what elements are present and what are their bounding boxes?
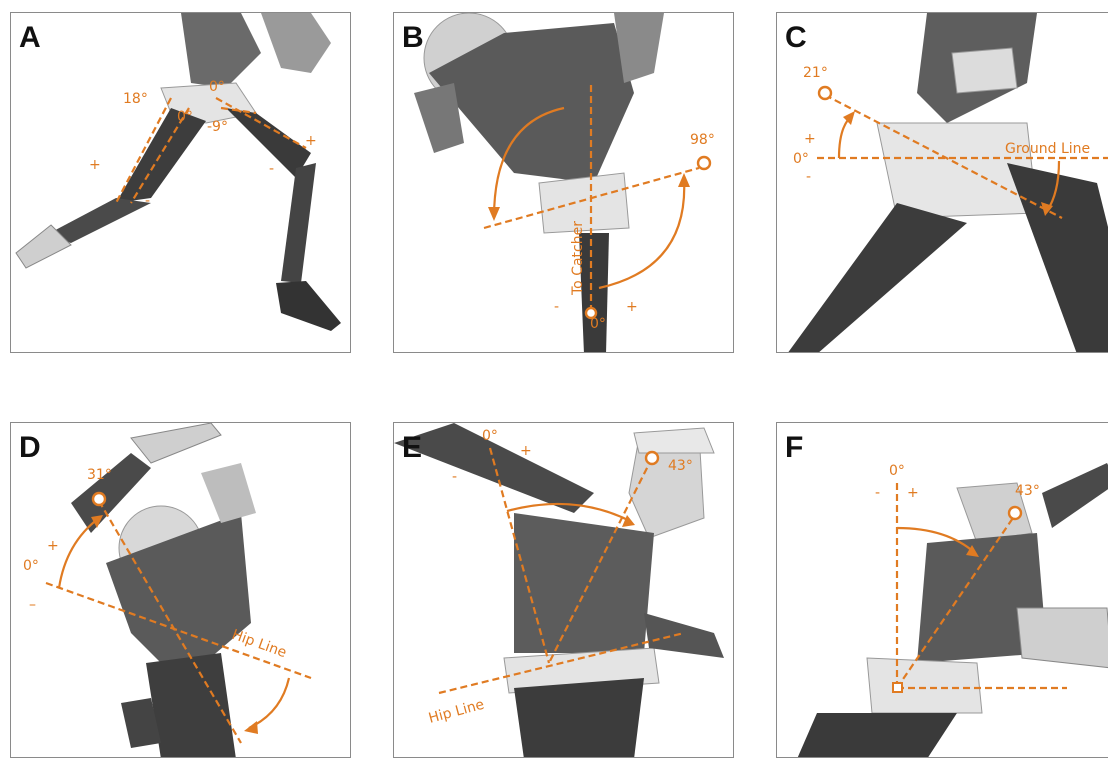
panel-c-angle-21: 21° (803, 65, 828, 81)
panel-b-minus: - (554, 299, 559, 315)
right-foot-shape (276, 281, 341, 331)
panel-d-angle-31: 31° (87, 467, 112, 483)
panel-d-illustration: 31° 0° + – Hip Line (11, 423, 351, 758)
panel-e-minus: - (452, 469, 457, 485)
panel-c: 21° 0° + - Ground Line C (776, 12, 1108, 353)
panel-b-letter: B (402, 23, 424, 53)
panel-f-zero: 0° (889, 463, 905, 479)
panel-b: 98° 0° - + To Catcher B (393, 12, 734, 353)
panel-b-illustration: 98° 0° - + To Catcher (394, 13, 734, 353)
bat-shape (131, 423, 221, 463)
right-arm-shape (1042, 463, 1108, 528)
panel-d-letter: D (19, 433, 41, 463)
panel-f-letter: F (785, 433, 803, 463)
panel-b-zero: 0° (590, 316, 606, 332)
panel-a-letter: A (19, 23, 41, 53)
pelvis-shape (867, 658, 982, 713)
panel-d: 31° 0° + – Hip Line D (10, 422, 351, 758)
panel-a-minus-right: - (269, 161, 274, 177)
panel-a-angle-0-top: 0° (209, 79, 225, 95)
panel-b-to-catcher: To Catcher (570, 221, 586, 296)
panel-d-minus: – (29, 597, 36, 613)
panel-f-illustration: 0° - + 43° (777, 423, 1108, 758)
panel-a-plus-right: + (305, 133, 317, 149)
panel-c-minus: - (806, 169, 811, 185)
left-leg-shape (787, 203, 967, 353)
panel-c-letter: C (785, 23, 807, 53)
right-leg-shape (1007, 163, 1108, 353)
glove-shape (1017, 608, 1108, 668)
panel-f-minus: - (875, 485, 880, 501)
panel-a-plus-left: + (89, 157, 101, 173)
panel-d-zero: 0° (23, 558, 39, 574)
panel-a-illustration: 18° 0° 0° -9° + - + - (11, 13, 351, 353)
panel-e-letter: E (402, 433, 422, 463)
panel-e: 0° + - 43° Hip Line E (393, 422, 734, 758)
panel-e-hip-line: Hip Line (427, 697, 486, 727)
torso-shape (514, 513, 654, 653)
panel-a: 18° 0° 0° -9° + - + - A (10, 12, 351, 353)
panel-a-angle-0-mid: 0° (177, 109, 193, 125)
panel-c-plus: + (804, 131, 816, 147)
panel-a-minus-left: - (145, 193, 150, 209)
panel-d-plus: + (47, 538, 59, 554)
panel-a-angle-neg9: -9° (207, 119, 228, 135)
panel-e-plus: + (520, 443, 532, 459)
panel-c-zero: 0° (793, 151, 809, 167)
panel-c-illustration: 21° 0° + - Ground Line (777, 13, 1108, 353)
panel-b-plus: + (626, 299, 638, 315)
panel-f: 0° - + 43° F (776, 422, 1108, 758)
legs-shape (514, 678, 644, 758)
panel-b-angle-98: 98° (690, 132, 715, 148)
panel-c-ground-line: Ground Line (1005, 141, 1090, 157)
legs-shape (797, 713, 957, 758)
panel-f-angle-43: 43° (1015, 483, 1040, 499)
panel-e-illustration: 0° + - 43° Hip Line (394, 423, 734, 758)
panel-e-zero: 0° (482, 428, 498, 444)
panel-e-angle-43: 43° (668, 458, 693, 474)
panel-f-plus: + (907, 485, 919, 501)
torso-shape (181, 13, 261, 88)
panel-d-hip-line: Hip Line (230, 627, 289, 662)
panel-a-angle-18: 18° (123, 91, 148, 107)
